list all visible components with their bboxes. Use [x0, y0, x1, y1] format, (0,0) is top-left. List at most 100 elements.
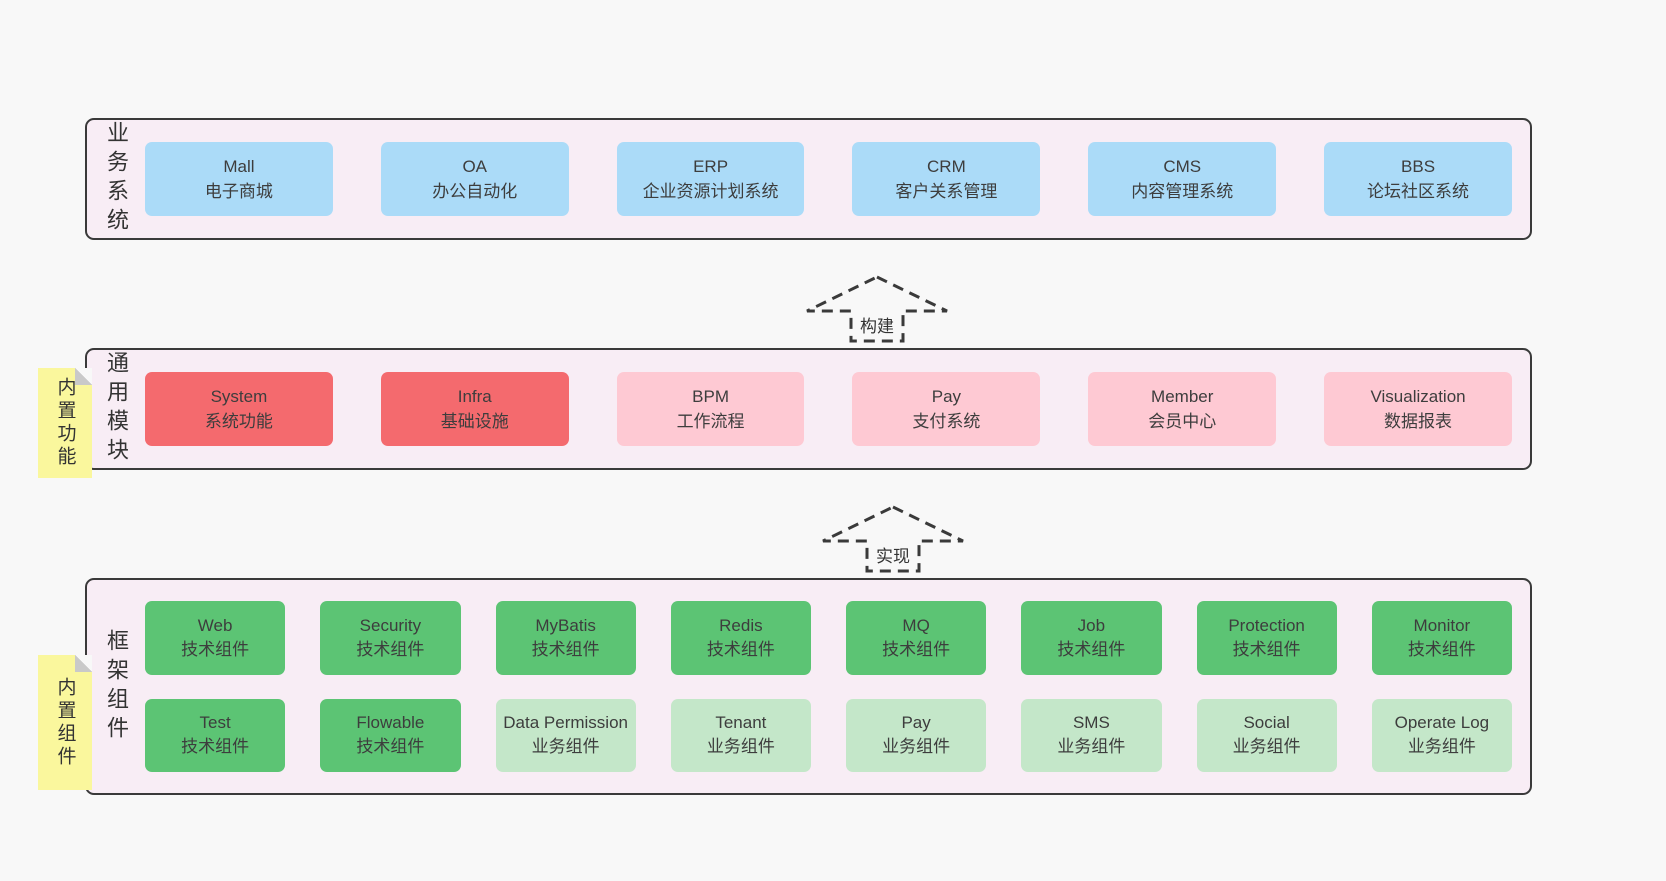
- box-subtitle: 业务组件: [882, 737, 951, 757]
- layer-title: 通用模块: [104, 351, 129, 467]
- up-arrow-icon: [806, 275, 948, 343]
- box-oa: OA 办公自动化: [380, 142, 569, 216]
- box-title: Web: [197, 615, 233, 635]
- box-test: Test 技术组件: [145, 698, 286, 772]
- box-title: Infra: [457, 387, 492, 406]
- box-web: Web 技术组件: [145, 601, 286, 675]
- box-subtitle: 业务组件: [1407, 737, 1476, 757]
- layer-business-systems: 业务系统 Mall 电子商城 OA 办公自动化 ERP 企业资源计划系统 CRM…: [85, 118, 1532, 240]
- box-member: Member 会员中心: [1088, 372, 1277, 446]
- box-subtitle: 基础设施: [440, 412, 509, 431]
- box-title: SMS: [1072, 713, 1110, 733]
- box-title: Tenant: [715, 713, 767, 733]
- layer-common-modules: 通用模块 System 系统功能 Infra 基础设施 BPM 工作流程 Pay…: [85, 348, 1532, 470]
- box-subtitle: 技术组件: [531, 639, 600, 659]
- box-subtitle: 企业资源计划系统: [642, 182, 779, 201]
- box-crm: CRM 客户关系管理: [852, 142, 1041, 216]
- box-subtitle: 业务组件: [1057, 737, 1126, 757]
- sticky-note-text: 内置功能: [54, 377, 76, 469]
- box-subtitle: 技术组件: [1407, 639, 1476, 659]
- box-subtitle: 会员中心: [1148, 412, 1217, 431]
- box-bbs: BBS 论坛社区系统: [1324, 142, 1512, 216]
- layer-title: 业务系统: [104, 121, 129, 237]
- box-subtitle: 业务组件: [1232, 737, 1301, 757]
- box-mq: MQ 技术组件: [846, 601, 987, 675]
- box-subtitle: 技术组件: [1232, 639, 1301, 659]
- box-social: Social 业务组件: [1196, 698, 1337, 772]
- box-subtitle: 业务组件: [706, 737, 775, 757]
- layer-label-framework-components: 框架组件: [87, 580, 145, 793]
- box-title: BBS: [1401, 157, 1436, 176]
- box-subtitle: 客户关系管理: [895, 182, 998, 201]
- layer-framework-components: 框架组件 Web 技术组件 Security 技术组件 MyBatis 技术组件…: [85, 578, 1532, 795]
- box-title: Redis: [719, 615, 763, 635]
- arrow-implement: 实现: [818, 504, 968, 574]
- box-subtitle: 工作流程: [676, 412, 745, 431]
- box-operate-log: Operate Log 业务组件: [1371, 698, 1512, 772]
- arrow-implement-label: 实现: [872, 542, 914, 567]
- box-subtitle: 技术组件: [356, 639, 425, 659]
- box-erp: ERP 企业资源计划系统: [616, 142, 805, 216]
- common-modules-row: System 系统功能 Infra 基础设施 BPM 工作流程 Pay 支付系统…: [145, 350, 1530, 468]
- box-title: Mall: [223, 157, 255, 176]
- box-subtitle: 数据报表: [1384, 412, 1453, 431]
- box-title: Monitor: [1413, 615, 1471, 635]
- box-subtitle: 技术组件: [706, 639, 775, 659]
- box-subtitle: 技术组件: [181, 737, 250, 757]
- box-tenant: Tenant 业务组件: [670, 698, 811, 772]
- box-bpm: BPM 工作流程: [616, 372, 805, 446]
- box-title: System: [210, 387, 268, 406]
- box-system: System 系统功能: [145, 372, 333, 446]
- box-subtitle: 技术组件: [356, 737, 425, 757]
- box-subtitle: 论坛社区系统: [1367, 182, 1470, 201]
- box-visualization: Visualization 数据报表: [1324, 372, 1512, 446]
- box-monitor: Monitor 技术组件: [1371, 601, 1512, 675]
- box-title: Visualization: [1370, 387, 1466, 406]
- box-subtitle: 内容管理系统: [1131, 182, 1234, 201]
- layer-label-common-modules: 通用模块: [87, 350, 145, 468]
- up-arrow-icon: [822, 505, 964, 573]
- sticky-note-builtin-functions: 内置功能: [38, 368, 92, 478]
- box-security: Security 技术组件: [320, 601, 461, 675]
- box-title: CMS: [1163, 157, 1202, 176]
- box-title: MyBatis: [535, 615, 596, 635]
- box-mall: Mall 电子商城: [145, 142, 333, 216]
- box-title: Flowable: [356, 713, 425, 733]
- box-pay-component: Pay 业务组件: [846, 698, 987, 772]
- box-title: Pay: [931, 387, 962, 406]
- box-protection: Protection 技术组件: [1196, 601, 1337, 675]
- box-title: MQ: [902, 615, 930, 635]
- box-subtitle: 电子商城: [204, 182, 273, 201]
- box-title: Job: [1077, 615, 1106, 635]
- framework-components-grid: Web 技术组件 Security 技术组件 MyBatis 技术组件 Redi…: [145, 580, 1530, 793]
- box-title: BPM: [692, 387, 729, 406]
- box-mybatis: MyBatis 技术组件: [495, 601, 636, 675]
- box-subtitle: 技术组件: [1057, 639, 1126, 659]
- business-systems-row: Mall 电子商城 OA 办公自动化 ERP 企业资源计划系统 CRM 客户关系…: [145, 120, 1530, 238]
- box-title: Pay: [901, 713, 931, 733]
- box-title: Data Permission: [503, 713, 628, 733]
- box-title: ERP: [693, 157, 729, 176]
- box-pay-module: Pay 支付系统: [852, 372, 1041, 446]
- arrow-build: 构建: [802, 274, 952, 344]
- box-data-permission: Data Permission 业务组件: [495, 698, 636, 772]
- box-title: Member: [1151, 387, 1214, 406]
- box-redis: Redis 技术组件: [670, 601, 811, 675]
- box-subtitle: 技术组件: [181, 639, 250, 659]
- sticky-note-builtin-components: 内置组件: [38, 655, 92, 790]
- layer-label-business-systems: 业务系统: [87, 120, 145, 238]
- box-title: Test: [199, 713, 231, 733]
- box-sms: SMS 业务组件: [1021, 698, 1162, 772]
- box-cms: CMS 内容管理系统: [1088, 142, 1277, 216]
- sticky-note-text: 内置组件: [54, 676, 76, 769]
- box-title: CRM: [927, 157, 966, 176]
- layer-title: 框架组件: [104, 628, 129, 745]
- box-job: Job 技术组件: [1021, 601, 1162, 675]
- arrow-build-label: 构建: [856, 312, 898, 337]
- box-subtitle: 支付系统: [912, 412, 981, 431]
- box-title: Social: [1243, 713, 1290, 733]
- box-infra: Infra 基础设施: [380, 372, 569, 446]
- box-title: Security: [359, 615, 422, 635]
- box-subtitle: 技术组件: [882, 639, 951, 659]
